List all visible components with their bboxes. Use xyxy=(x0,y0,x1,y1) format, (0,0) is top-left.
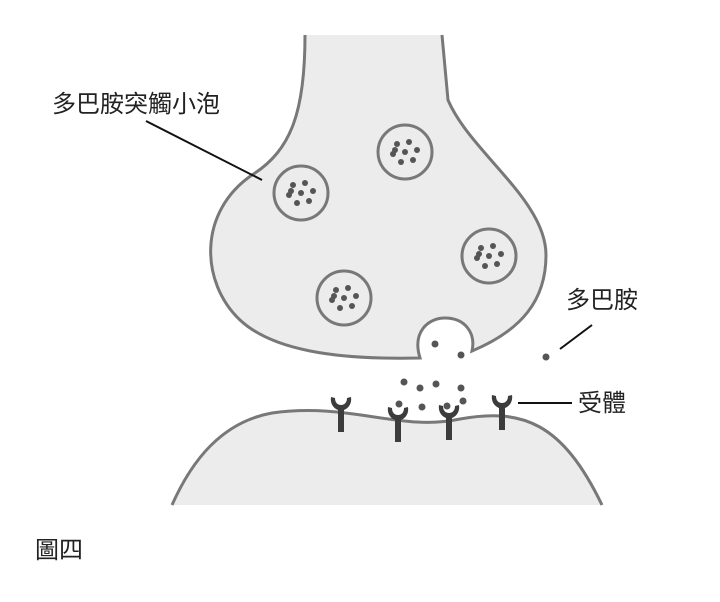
vesicle-pointer-line xyxy=(145,120,263,181)
dopamine-dot xyxy=(294,200,300,206)
dopamine-dot xyxy=(306,198,312,204)
dopamine-label: 多巴胺 xyxy=(566,286,638,314)
receptor-icon xyxy=(330,397,352,432)
receptor-icon xyxy=(438,405,460,440)
dopamine-dot xyxy=(410,157,416,163)
postsynaptic-membrane xyxy=(170,409,604,506)
dopamine-dot xyxy=(418,403,426,411)
dopamine-dot xyxy=(482,263,488,269)
presynaptic-terminal xyxy=(209,34,548,360)
dopamine-dot xyxy=(457,351,465,359)
dopamine-dot xyxy=(414,147,420,153)
dopamine-dot xyxy=(416,384,424,392)
dopamine-dot xyxy=(398,159,404,165)
dopamine-dot xyxy=(331,293,337,299)
dopamine-dot xyxy=(478,245,484,251)
dopamine-dot xyxy=(498,251,504,257)
dopamine-dot xyxy=(486,253,492,259)
dopamine-dot xyxy=(494,261,500,267)
dopamine-dot xyxy=(432,380,440,388)
dopamine-dot xyxy=(302,180,308,186)
dopamine-dot xyxy=(392,147,398,153)
dopamine-dot xyxy=(402,149,408,155)
receptor-icon xyxy=(387,407,409,442)
dopamine-dot xyxy=(476,251,482,257)
dopamine-dot xyxy=(349,303,355,309)
dopamine-dot xyxy=(395,400,403,408)
receptor-label: 受體 xyxy=(578,389,626,417)
dopamine-pointer-line xyxy=(559,324,593,350)
dopamine-dot xyxy=(341,295,347,301)
dopamine-dot xyxy=(406,139,412,145)
dopamine-dot xyxy=(288,188,294,194)
dopamine-dot xyxy=(400,378,408,386)
dopamine-dot xyxy=(310,188,316,194)
dopamine-dot xyxy=(394,141,400,147)
figure-caption: 圖四 xyxy=(35,536,83,564)
dopamine-dot xyxy=(457,384,465,392)
dopamine-dot xyxy=(333,287,339,293)
dopamine-dot xyxy=(459,397,467,405)
dopamine-dot xyxy=(345,285,351,291)
dopamine-dot xyxy=(298,190,304,196)
receptor-icon xyxy=(491,395,513,430)
dopamine-dot xyxy=(353,293,359,299)
dopamine-dot xyxy=(290,182,296,188)
dopamine-dot xyxy=(490,243,496,249)
dopamine-dot xyxy=(337,305,343,311)
dopamine-dot xyxy=(443,402,451,410)
vesicle-label: 多巴胺突觸小泡 xyxy=(52,90,220,118)
dopamine-dot xyxy=(431,340,439,348)
dopamine-dot xyxy=(542,353,550,361)
